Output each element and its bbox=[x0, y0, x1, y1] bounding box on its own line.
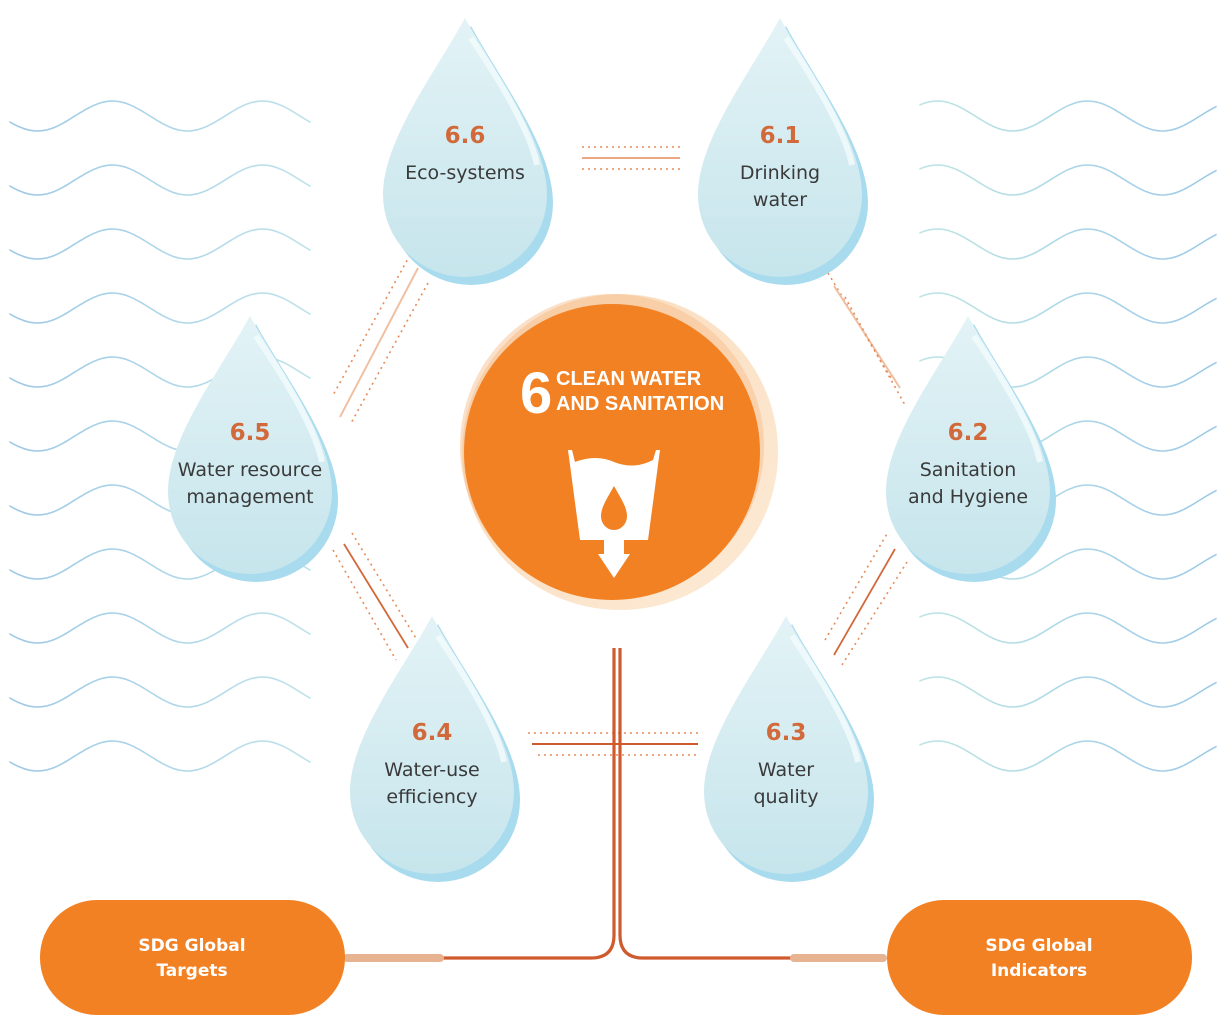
wave-line bbox=[9, 228, 311, 260]
wave-line bbox=[919, 292, 1217, 324]
wave-line bbox=[919, 676, 1217, 708]
targets-pill-line2: Targets bbox=[156, 961, 227, 981]
connector-6-6-6-5 bbox=[331, 254, 429, 426]
target-label-line2: quality bbox=[754, 786, 819, 808]
wave-line bbox=[919, 100, 1217, 132]
connector-6-2-6-3 bbox=[824, 531, 908, 666]
connector-6-5-6-4 bbox=[332, 532, 418, 661]
water-glass-drop-icon bbox=[568, 450, 660, 578]
target-label-line1: Water-use bbox=[384, 759, 479, 781]
target-label-line1: Sanitation bbox=[920, 459, 1017, 481]
sdg-goal-number: 6 bbox=[520, 361, 552, 426]
indicators-pill-line2: Indicators bbox=[991, 961, 1087, 981]
target-number: 6.6 bbox=[445, 123, 486, 149]
wave-line bbox=[919, 740, 1217, 772]
tree-connector bbox=[442, 648, 792, 960]
wave-line bbox=[9, 740, 311, 772]
sdg-goal-title-line1: CLEAN WATER bbox=[556, 368, 702, 390]
target-label-line1: Water resource bbox=[178, 459, 322, 481]
target-label-line2: management bbox=[186, 486, 313, 508]
target-label-line1: Drinking bbox=[740, 162, 820, 184]
wave-line bbox=[919, 164, 1217, 196]
indicators-pill-line1: SDG Global bbox=[985, 936, 1092, 956]
wave-line bbox=[9, 612, 311, 644]
sdg-goal-badge: 6 CLEAN WATER AND SANITATION bbox=[460, 294, 778, 610]
target-number: 6.2 bbox=[948, 420, 989, 446]
wave-line bbox=[9, 292, 311, 324]
target-label-line1: Water bbox=[758, 759, 814, 781]
wave-line bbox=[919, 612, 1217, 644]
target-label-line2: and Hygiene bbox=[908, 486, 1028, 508]
wave-line bbox=[9, 164, 311, 196]
wave-line bbox=[9, 100, 311, 132]
connector-6-6-6-1 bbox=[582, 146, 680, 170]
sdg-global-indicators-pill: SDG Global Indicators bbox=[887, 900, 1192, 1015]
waves-left bbox=[9, 100, 311, 772]
wave-line bbox=[919, 228, 1217, 260]
sdg-global-targets-pill: SDG Global Targets bbox=[40, 900, 345, 1015]
target-label-line2: efficiency bbox=[386, 786, 477, 808]
connector-6-1-6-2 bbox=[827, 272, 906, 406]
targets-pill-line1: SDG Global bbox=[138, 936, 245, 956]
target-number: 6.1 bbox=[760, 123, 801, 149]
target-label-line2: water bbox=[753, 189, 807, 211]
target-label-line1: Eco-systems bbox=[405, 162, 525, 184]
target-number: 6.4 bbox=[412, 720, 453, 746]
target-number: 6.3 bbox=[766, 720, 807, 746]
wave-line bbox=[9, 676, 311, 708]
sdg-goal-title-line2: AND SANITATION bbox=[556, 393, 724, 415]
target-number: 6.5 bbox=[230, 420, 271, 446]
